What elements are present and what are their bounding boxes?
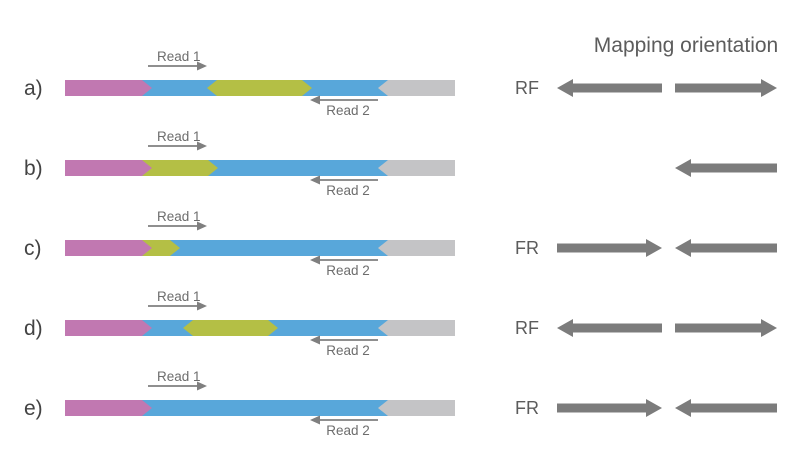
read2-arrowhead-icon [310, 415, 320, 425]
read2-annotation: Read 2 [310, 95, 378, 118]
read2-arrowhead-icon [310, 335, 320, 345]
read2-arrowhead-icon [310, 95, 320, 105]
row-a: a) Read 1 Read 2 RF [24, 49, 777, 118]
orientation-label: FR [515, 398, 539, 418]
read2-label: Read 2 [326, 103, 370, 118]
orientation-arrow-right-left-icon [675, 399, 777, 417]
transcript-segment-gray [378, 160, 455, 176]
orientation-group: FR [515, 238, 777, 258]
transcript-segment-yellow [183, 320, 278, 336]
transcript-segment-blue [65, 400, 455, 416]
orientation-arrow-left-left-icon [557, 319, 662, 337]
transcript-segment-pink [65, 240, 152, 256]
orientation-arrow-right-right-icon [675, 319, 777, 337]
fragment-bar [65, 80, 455, 96]
row-e: e) Read 1 Read 2 FR [24, 369, 777, 438]
read2-arrowhead-icon [310, 175, 320, 185]
read1-annotation: Read 1 [148, 209, 207, 231]
orientation-arrow-left-right-icon [557, 399, 662, 417]
read2-annotation: Read 2 [310, 175, 378, 198]
read2-label: Read 2 [326, 343, 370, 358]
transcript-segment-yellow [142, 160, 218, 176]
transcript-segment-pink [65, 320, 152, 336]
orientation-arrow-right-right-icon [675, 79, 777, 97]
mapping-orientation-title: Mapping orientation [594, 34, 778, 57]
orientation-arrow-left-left-icon [557, 79, 662, 97]
read1-label: Read 1 [157, 209, 201, 224]
read1-label: Read 1 [157, 289, 201, 304]
transcript-segment-gray [378, 320, 455, 336]
row-d: d) Read 1 Read 2 RF [24, 289, 777, 358]
row-label: a) [24, 77, 43, 100]
transcript-segment-gray [378, 400, 455, 416]
read2-label: Read 2 [326, 183, 370, 198]
read2-label: Read 2 [326, 423, 370, 438]
orientation-label: RF [515, 318, 539, 338]
row-label: b) [24, 157, 43, 180]
read2-arrowhead-icon [310, 255, 320, 265]
orientation-label: RF [515, 78, 539, 98]
read2-annotation: Read 2 [310, 335, 378, 358]
row-c: c) Read 1 Read 2 FR [24, 209, 777, 278]
orientation-arrow-right-left-icon [675, 159, 777, 177]
orientation-group [675, 159, 777, 177]
transcript-segment-pink [65, 160, 152, 176]
read1-annotation: Read 1 [148, 289, 207, 311]
orientation-group: FR [515, 398, 777, 418]
read2-annotation: Read 2 [310, 415, 378, 438]
orientation-label: FR [515, 238, 539, 258]
orientation-arrow-left-right-icon [557, 239, 662, 257]
transcript-segment-pink [65, 400, 152, 416]
read1-arrowhead-icon [197, 221, 207, 231]
transcript-segment-yellow [207, 80, 312, 96]
transcript-segment-gray [378, 240, 455, 256]
read1-arrowhead-icon [197, 301, 207, 311]
read1-arrowhead-icon [197, 381, 207, 391]
transcript-segment-pink [65, 80, 152, 96]
orientation-group: RF [515, 318, 777, 338]
read1-label: Read 1 [157, 369, 201, 384]
read2-label: Read 2 [326, 263, 370, 278]
row-label: e) [24, 397, 43, 420]
read1-label: Read 1 [157, 129, 201, 144]
fragment-bar [65, 160, 455, 176]
read1-arrowhead-icon [197, 61, 207, 71]
read1-annotation: Read 1 [148, 129, 207, 151]
read1-annotation: Read 1 [148, 49, 207, 71]
row-label: c) [24, 237, 42, 260]
read1-arrowhead-icon [197, 141, 207, 151]
row-b: b) Read 1 Read 2 [24, 129, 777, 198]
fragment-bar [65, 320, 455, 336]
fragment-bar [65, 400, 455, 416]
row-label: d) [24, 317, 43, 340]
read1-annotation: Read 1 [148, 369, 207, 391]
orientation-arrow-right-left-icon [675, 239, 777, 257]
read1-label: Read 1 [157, 49, 201, 64]
transcript-segment-gray [378, 80, 455, 96]
orientation-group: RF [515, 78, 777, 98]
read2-annotation: Read 2 [310, 255, 378, 278]
fragment-bar [65, 240, 455, 256]
transcript-segment-yellow [142, 240, 180, 256]
